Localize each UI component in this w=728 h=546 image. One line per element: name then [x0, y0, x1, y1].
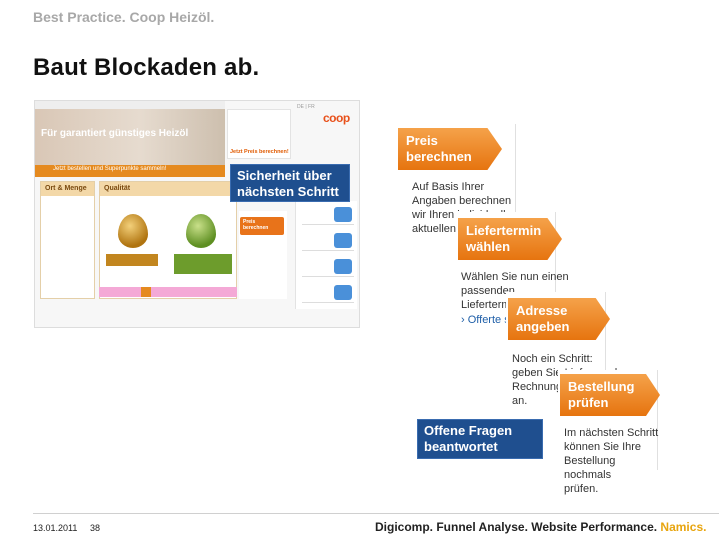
slide-kicker: Best Practice. Coop Heizöl.: [33, 9, 215, 25]
site-top-nav: [35, 101, 225, 109]
footer-divider: [33, 513, 719, 514]
callout-sicherheit-line1: Sicherheit über: [237, 168, 332, 183]
step-liefertermin-label1: Liefertermin: [466, 223, 542, 238]
footer-date: 13.01.2011: [33, 523, 78, 533]
coop-website-screenshot: Für garantiert günstiges Heizöl Jetzt be…: [34, 100, 360, 328]
site-preis-link: Jetzt Preis berechnen!: [230, 149, 289, 155]
footer-page-number: 38: [90, 523, 101, 533]
step-adresse-angeben: Adresse angeben: [508, 298, 610, 340]
site-usp-box: Jetzt Preis berechnen!: [227, 109, 291, 159]
ad-icon: [334, 285, 352, 300]
ad-icon: [334, 259, 352, 274]
ad-icon: [334, 233, 352, 248]
callout-sicherheit: Sicherheit über nächsten Schritt: [230, 164, 350, 202]
site-ad-column: [295, 201, 357, 309]
site-panel-qualitaet: Qualität: [99, 181, 237, 299]
site-hero-bar-text: Jetzt bestellen und Superpunkte sammeln!: [53, 166, 167, 172]
callout-offene-fragen: Offene Fragen beantwortet: [417, 419, 543, 459]
site-panel-ort-menge: Ort & Menge: [40, 181, 95, 299]
callout-sicherheit-line2: nächsten Schritt: [237, 184, 339, 199]
callout-offene-fragen-line2: beantwortet: [424, 439, 498, 454]
site-panel-qualitaet-title: Qualität: [100, 182, 236, 196]
ad-item: [302, 257, 354, 277]
low-price-marker: [141, 287, 151, 297]
step-preis-berechnen: Preis berechnen: [398, 128, 502, 170]
ad-item: [302, 283, 354, 303]
slide-title: Baut Blockaden ab.: [33, 54, 260, 81]
ad-item: [302, 231, 354, 251]
site-low-price-bar: [99, 287, 237, 297]
step-liefertermin-label2: wählen: [466, 239, 511, 254]
site-preis-button: Preis berechnen: [240, 217, 284, 235]
site-hero-image: Für garantiert günstiges Heizöl: [35, 109, 225, 165]
step-bestellung-body: Im nächsten Schritt können Sie Ihre Best…: [564, 427, 659, 495]
oil-drop-icon: [118, 214, 148, 248]
footer-description: Digicomp. Funnel Analyse. Website Perfor…: [375, 520, 658, 534]
step-bestellung-pruefen: Bestellung prüfen: [560, 374, 660, 416]
callout-offene-fragen-line1: Offene Fragen: [424, 423, 513, 438]
step-bestellung-label2: prüfen: [568, 395, 609, 410]
ad-icon: [334, 207, 352, 222]
heizoel-extra-label: [106, 254, 158, 266]
site-language-switch: DE | FR: [297, 104, 315, 110]
site-panel-ort-menge-title: Ort & Menge: [41, 182, 94, 196]
step-preis-label2: berechnen: [406, 149, 472, 164]
step-adresse-label1: Adresse: [516, 303, 568, 318]
site-hero-bar: Jetzt bestellen und Superpunkte sammeln!: [35, 165, 225, 177]
step-preis-label1: Preis: [406, 133, 438, 148]
step-adresse-label2: angeben: [516, 319, 570, 334]
oeko-heizoel-label: [174, 254, 232, 274]
ad-item: [302, 205, 354, 225]
site-hero-text: Für garantiert günstiges Heizöl: [41, 128, 189, 139]
step-liefertermin-waehlen: Liefertermin wählen: [458, 218, 562, 260]
eco-oil-drop-icon: [186, 214, 216, 248]
footer-text: Digicomp. Funnel Analyse. Website Perfor…: [375, 520, 706, 534]
step-cascade: Preis berechnen Auf Basis Ihrer Angaben …: [398, 124, 660, 495]
coop-logo: coop: [323, 111, 350, 125]
footer-brand: Namics.: [660, 520, 707, 534]
step-bestellung-label1: Bestellung: [568, 379, 635, 394]
